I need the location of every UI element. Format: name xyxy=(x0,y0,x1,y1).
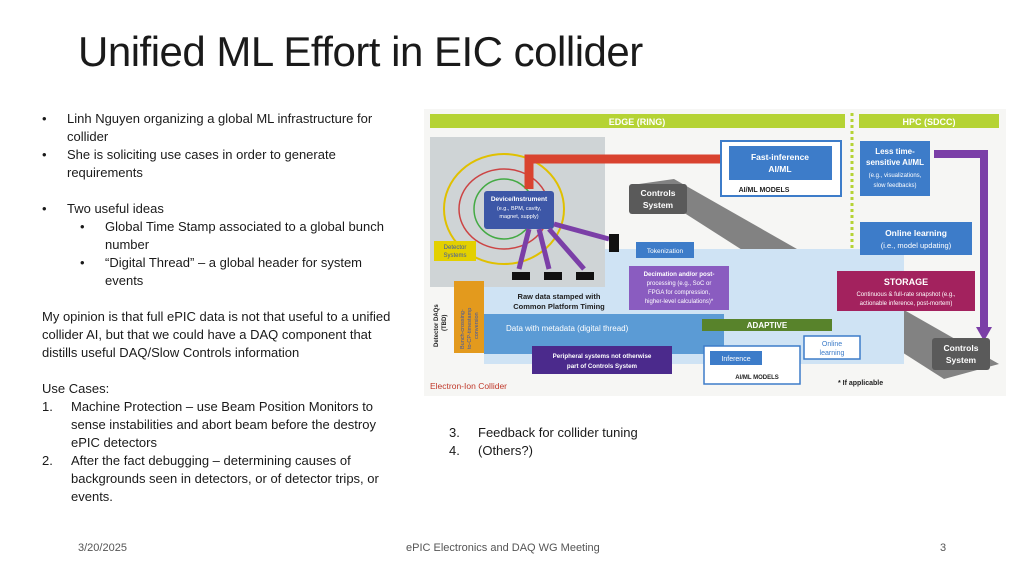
bullet-item: Linh Nguyen organizing a global ML infra… xyxy=(42,110,402,146)
if-applicable-note: * If applicable xyxy=(838,380,883,387)
bullet-item: She is soliciting use cases in order to … xyxy=(42,146,402,182)
use-case-item: 1. Machine Protection – use Beam Positio… xyxy=(42,398,402,452)
online-small-label: Online xyxy=(822,341,842,348)
eic-label: Electron-Ion Collider xyxy=(430,381,507,391)
less-time-sub: slow feedbacks) xyxy=(873,183,916,189)
decimation-label: Decimation and/or post- xyxy=(644,271,715,278)
left-text-column: Linh Nguyen organizing a global ML infra… xyxy=(42,110,402,506)
footer-date: 3/20/2025 xyxy=(78,542,127,554)
use-cases-heading: Use Cases: xyxy=(42,381,110,396)
decimation-sub: FPGA for compression, xyxy=(648,290,710,296)
ai-ml-models-small-label: AI/ML MODELS xyxy=(735,375,779,381)
device-sub: magnet, supply) xyxy=(499,214,538,220)
use-case-text: Feedback for collider tuning xyxy=(478,425,638,440)
detector-label: Systems xyxy=(443,253,466,259)
hpc-bar xyxy=(859,114,999,128)
inference-label: Inference xyxy=(721,356,750,363)
use-case-number: 4. xyxy=(449,443,460,458)
idea-item: “Digital Thread” – a global header for s… xyxy=(42,254,402,290)
detector-daqs-label: (TBD) xyxy=(442,315,448,331)
hpc-label: HPC (SDCC) xyxy=(903,117,956,127)
raw-data-label: Common Platform Timing xyxy=(513,302,605,311)
use-case-item: 4. (Others?) xyxy=(449,442,638,460)
raw-data-label: Raw data stamped with xyxy=(518,292,601,301)
storage-label: STORAGE xyxy=(884,277,928,287)
right-use-case-list: 3. Feedback for collider tuning 4. (Othe… xyxy=(449,424,638,460)
device-sub: (e.g., BPM, cavity, xyxy=(497,206,542,212)
storage-sub: actionable inference, post-mortem) xyxy=(860,301,953,307)
less-time-label: sensitive AI/ML xyxy=(866,158,924,167)
online-learning-sub: (i.e., model updating) xyxy=(881,241,952,250)
less-time-label: Less time- xyxy=(875,147,915,156)
page-number: 3 xyxy=(940,542,947,554)
peripheral-label: part of Controls System xyxy=(567,363,638,370)
controls-bottom-label: System xyxy=(946,355,977,365)
device-label: Device/Instrument xyxy=(491,196,548,203)
edge-label: EDGE (RING) xyxy=(609,117,666,127)
ai-ml-models-label: AI/ML MODELS xyxy=(739,187,790,194)
controls-label: System xyxy=(643,200,674,210)
footer-title: ePIC Electronics and DAQ WG Meeting xyxy=(406,542,600,554)
online-small-label: learning xyxy=(820,350,845,357)
less-time-sub: (e.g., visualizations, xyxy=(869,173,922,179)
bunch-label: Bunch-crossing- xyxy=(460,309,466,349)
use-case-text: After the fact debugging – determining c… xyxy=(71,453,379,504)
controls-label: Controls xyxy=(641,188,676,198)
fast-inference-label: AI/ML xyxy=(768,164,791,174)
use-case-item: 3. Feedback for collider tuning xyxy=(449,424,638,442)
detector-daqs-label: Detector DAQs xyxy=(434,304,440,347)
storage-sub: Continuous & full-rate snapshot (e.g., xyxy=(856,292,955,298)
fast-inference-label: Fast-inference xyxy=(751,152,809,162)
bunch-label: to-CP-timestamp xyxy=(467,308,473,349)
use-case-number: 2. xyxy=(42,453,53,468)
decimation-sub: higher-level calculations)* xyxy=(645,299,714,305)
peripheral-label: Peripheral systems not otherwise xyxy=(553,353,652,360)
adaptive-label: ADAPTIVE xyxy=(747,321,788,330)
use-case-text: Machine Protection – use Beam Position M… xyxy=(71,399,376,450)
edge-bar xyxy=(430,114,845,128)
bunch-label: conversion xyxy=(474,312,480,339)
metadata-label: Data with metadata (digital thread) xyxy=(506,324,629,333)
online-learning-label: Online learning xyxy=(885,228,947,238)
tokenization-label: Tokenization xyxy=(647,248,684,255)
use-case-item: 2. After the fact debugging – determinin… xyxy=(42,452,402,506)
ideas-heading: Two useful ideas xyxy=(42,200,402,218)
architecture-diagram: EDGE (RING) HPC (SDCC) Device/Instrument… xyxy=(424,109,1006,396)
use-case-number: 3. xyxy=(449,425,460,440)
detector-label: Detector xyxy=(444,245,467,251)
use-case-number: 1. xyxy=(42,399,53,414)
decimation-sub: processing (e.g., SoC or xyxy=(647,281,712,287)
opinion-paragraph: My opinion is that full ePIC data is not… xyxy=(42,309,391,360)
use-case-text: (Others?) xyxy=(478,443,533,458)
idea-item: Global Time Stamp associated to a global… xyxy=(42,218,402,254)
slide-title: Unified ML Effort in EIC collider xyxy=(78,28,643,75)
controls-bottom-label: Controls xyxy=(944,343,979,353)
